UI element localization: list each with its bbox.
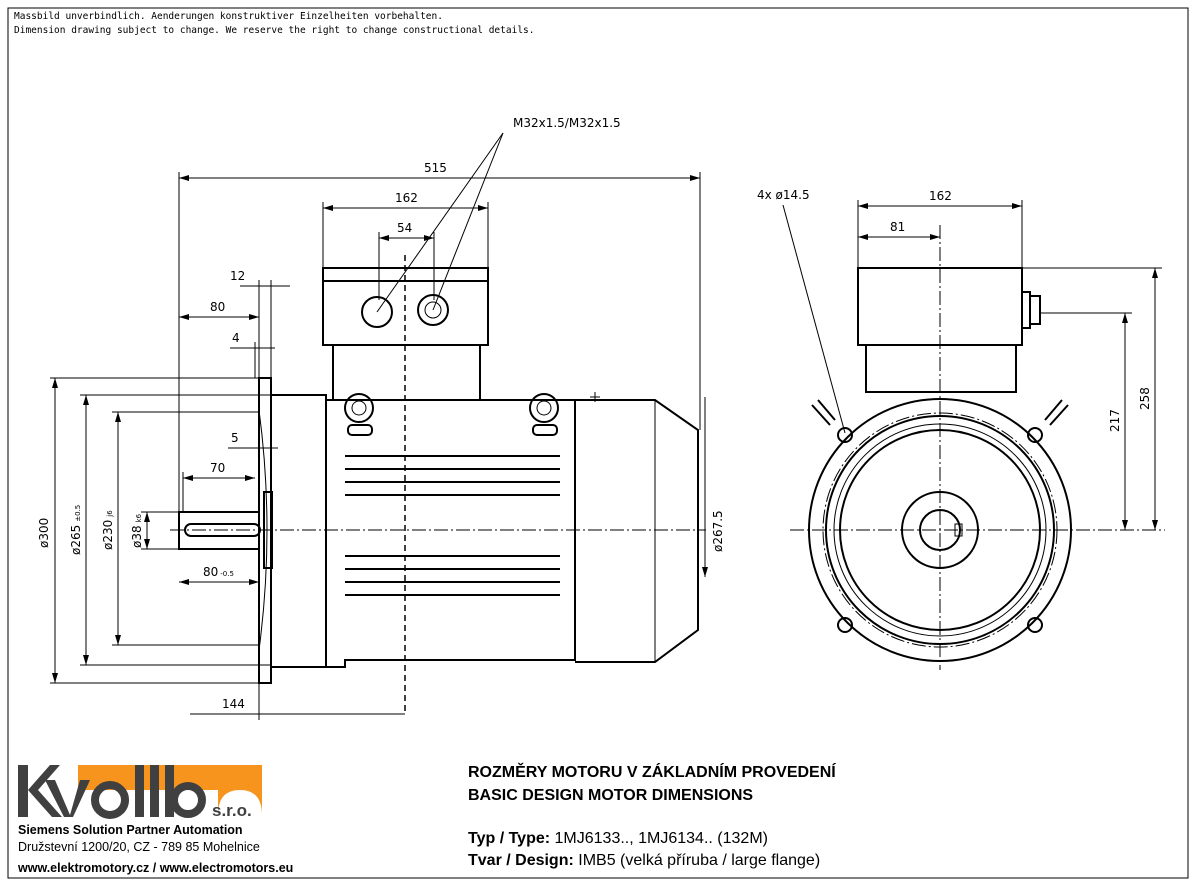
- dim-dia267-5: ø267.5: [711, 510, 725, 552]
- dim-dia38: ø38k6: [130, 513, 144, 548]
- disclaimer-en: Dimension drawing subject to change. We …: [14, 25, 534, 36]
- dim-5: 5: [231, 431, 239, 445]
- company-tagline: Siemens Solution Partner Automation: [18, 823, 243, 837]
- type-value: 1MJ6133.., 1MJ6134.. (132M): [554, 830, 768, 847]
- title-en: BASIC DESIGN MOTOR DIMENSIONS: [468, 787, 754, 804]
- dim-dia265: ø265±0.5: [69, 505, 83, 555]
- dim-144: 144: [222, 697, 245, 711]
- disclaimer-de: Massbild unverbindlich. Aenderungen kons…: [14, 11, 443, 22]
- dim-dia230: ø230j6: [101, 510, 115, 550]
- dim-12: 12: [230, 269, 245, 283]
- type-label: Typ / Type:: [468, 830, 551, 847]
- dim-217: 217: [1108, 409, 1122, 432]
- holes-label: 4x ø14.5: [757, 188, 810, 202]
- company-suffix: s.r.o.: [212, 801, 252, 820]
- fan-cover: [575, 399, 699, 663]
- dim-162-front: 162: [929, 189, 952, 203]
- motor-body: [326, 399, 576, 668]
- dim-162: 162: [395, 191, 418, 205]
- dim-258: 258: [1138, 387, 1152, 410]
- flange-outline: [808, 398, 1072, 662]
- dim-81: 81: [890, 220, 905, 234]
- dim-515: 515: [424, 161, 447, 175]
- company-logo: [18, 765, 262, 819]
- design-label: Tvar / Design:: [468, 852, 574, 869]
- mounting-holes: [837, 427, 1043, 633]
- dim-80: 80: [210, 300, 225, 314]
- company-web: www.elektromotory.cz / www.electromotors…: [18, 861, 294, 875]
- shaft-end: [919, 509, 961, 551]
- dim-4: 4: [232, 331, 240, 345]
- type-line: Typ / Type: 1MJ6133.., 1MJ6134.. (132M): [468, 830, 768, 848]
- dim-54: 54: [397, 221, 412, 235]
- title-cz: ROZMĚRY MOTORU V ZÁKLADNÍM PROVEDENÍ: [468, 764, 836, 781]
- dim-80-tol: 80-0.5: [203, 565, 234, 579]
- thread-label: M32x1.5/M32x1.5: [513, 116, 621, 130]
- dim-70: 70: [210, 461, 225, 475]
- cooling-fins: [345, 455, 560, 596]
- drawing-frame: [7, 7, 1189, 879]
- company-address: Družstevní 1200/20, CZ - 789 85 Mohelnic…: [18, 840, 260, 854]
- cable-gland: [1021, 291, 1031, 329]
- design-line: Tvar / Design: IMB5 (velká příruba / lar…: [468, 852, 820, 870]
- side-view: M32x1.5/M32x1.5 515 162 54 12 80 4 5 70 …: [37, 116, 725, 720]
- dim-dia300: ø300: [37, 518, 51, 548]
- front-view: 4x ø14.5 162 81 258 217: [757, 188, 1165, 670]
- design-value: IMB5 (velká příruba / large flange): [578, 852, 821, 869]
